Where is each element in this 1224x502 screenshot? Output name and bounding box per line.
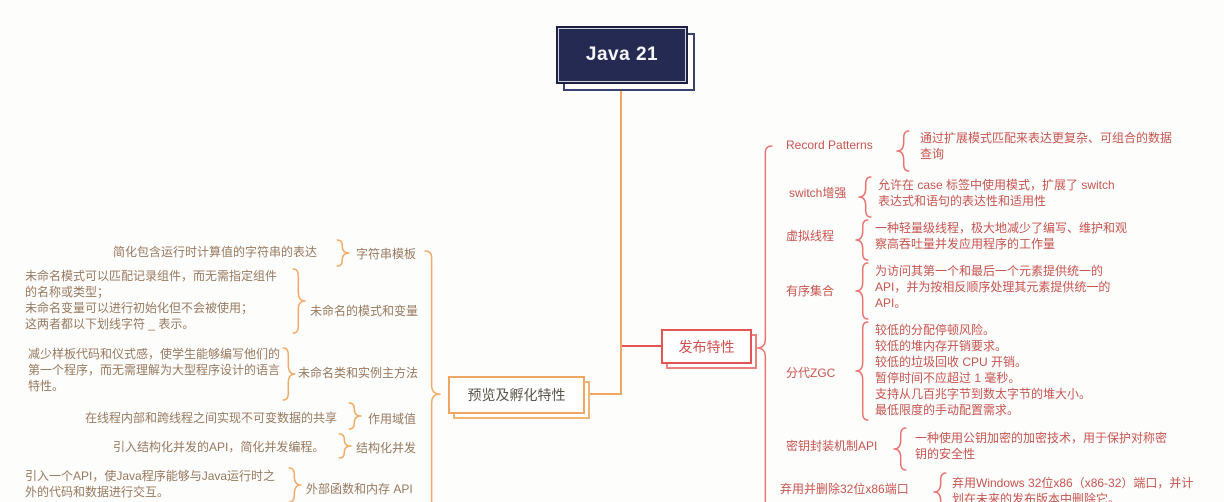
left-group-brace-icon: [424, 250, 441, 502]
feature-desc: 在线程内部和跨线程之间实现不可变数据的共享: [85, 411, 338, 425]
feature-desc: 引入一个API，使Java程序能够与Java运行时之 外的代码和数据进行交互。: [25, 469, 276, 499]
branch-node-release[interactable]: 发布特性: [661, 329, 752, 364]
feature-desc: 为访问其第一个和最后一个元素提供统一的 API，并为按相反顺序处理其元素提供统一…: [875, 264, 1111, 310]
branch-node-preview[interactable]: 预览及孵化特性: [448, 376, 585, 414]
feature-label: 未命名的模式和变量: [310, 304, 419, 318]
connector-trunk-line: [620, 84, 622, 395]
feature-desc: 减少样板代码和仪式感，使学生能够编写他们的 第一个程序，而无需理解为大型程序设计…: [28, 347, 281, 393]
brace-icon: [338, 433, 352, 459]
brace-icon: [288, 467, 302, 502]
right-group-brace-icon: [756, 145, 773, 502]
brace-icon: [282, 347, 296, 401]
feature-label: 弃用并删除32位x86端口: [780, 482, 909, 496]
feature-label: 字符串模板: [356, 247, 417, 261]
feature-desc: 通过扩展模式匹配来表达更复杂、可组合的数据 查询: [920, 131, 1173, 161]
feature-label: switch增强: [789, 186, 847, 200]
feature-desc: 简化包含运行时计算值的字符串的表达: [113, 245, 318, 259]
feature-label: 外部函数和内存 API: [306, 482, 413, 496]
brace-icon: [896, 130, 910, 172]
feature-label: 未命名类和实例主方法: [298, 366, 419, 380]
brace-icon: [855, 262, 869, 320]
feature-label: 密钥封装机制API: [786, 439, 878, 453]
brace-icon: [292, 268, 306, 334]
brace-icon: [855, 321, 869, 421]
root-node-java21[interactable]: Java 21: [556, 26, 688, 84]
brace-icon: [893, 427, 907, 471]
brace-icon: [336, 239, 350, 267]
feature-desc: 一种轻量级线程，极大地减少了编写、维护和观 察高吞吐量并发应用程序的工作量: [875, 221, 1128, 251]
feature-label: 结构化并发: [356, 441, 417, 455]
branch-node-release-label: 发布特性: [678, 338, 735, 355]
feature-label: 虚拟线程: [786, 229, 835, 243]
feature-desc: 允许在 case 标签中使用模式，扩展了 switch 表达式和语句的表达性和适…: [878, 178, 1115, 208]
connector-release-line: [622, 345, 661, 347]
brace-icon: [855, 219, 869, 261]
feature-desc: 一种使用公钥加密的加密技术，用于保护对称密 钥的安全性: [915, 431, 1168, 461]
root-node-label: Java 21: [585, 44, 659, 65]
brace-icon: [858, 176, 872, 218]
feature-label: 有序集合: [786, 284, 835, 298]
brace-icon: [933, 472, 947, 502]
brace-icon: [348, 402, 362, 430]
feature-desc: 较低的分配停顿风险。 较低的堆内存开销要求。 较低的垃圾回收 CPU 开销。 暂…: [875, 323, 1092, 417]
feature-desc: 弃用Windows 32位x86（x86-32）端口，并计 划在未来的发布版本中…: [952, 476, 1194, 502]
feature-label: 作用域值: [368, 412, 417, 426]
feature-desc: 未命名模式可以匹配记录组件，而无需指定组件 的名称或类型； 未命名变量可以进行初…: [25, 269, 278, 331]
feature-desc: 引入结构化并发的API，简化并发编程。: [113, 440, 325, 454]
branch-node-preview-label: 预览及孵化特性: [467, 387, 566, 403]
connector-preview-line: [584, 393, 620, 395]
feature-label: Record Patterns: [786, 138, 873, 152]
feature-label: 分代ZGC: [786, 366, 836, 380]
